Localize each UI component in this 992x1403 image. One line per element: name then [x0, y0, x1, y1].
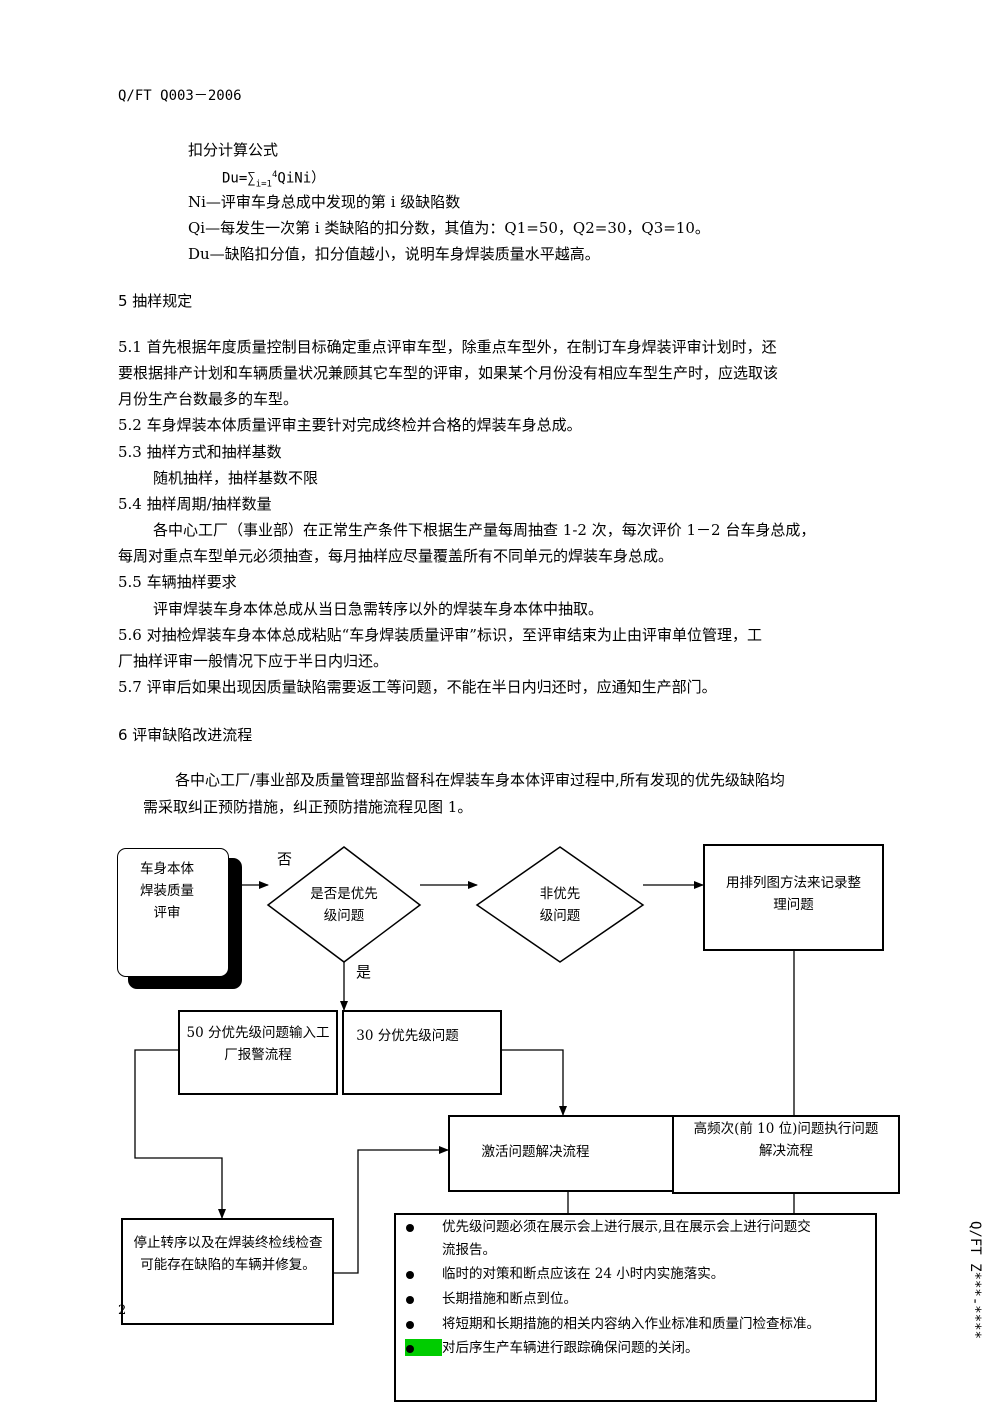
para-5-1-line3: 月份生产台数最多的车型。 [118, 390, 299, 408]
bullet-icon [406, 1270, 414, 1279]
para-5-1-line2: 要根据排产计划和车辆质量状况兼顾其它车型的评审，如果某个月份没有相应车型生产时，… [118, 364, 779, 382]
stop-line1: 停止转序以及在焊装终检线检查 [133, 1235, 323, 1251]
formula-ni-definition: Ni—评审车身总成中发现的第 i 级缺陷数 [188, 193, 461, 211]
priority-50-box [178, 1010, 338, 1095]
note-5-text: 对后序生产车辆进行跟踪确保问题的关闭。 [442, 1340, 699, 1356]
para-5-2: 5.2 车身焊装本体质量评审主要针对完成终检并合格的焊装车身总成。 [118, 416, 582, 434]
start-label-line2: 焊装质量 [140, 883, 194, 899]
priority-30-label: 30 分优先级问题 [356, 1028, 459, 1044]
note-1-text: 优先级问题必须在展示会上进行展示,且在展示会上进行问题交 [442, 1219, 811, 1235]
arrow-50pt-to-stop [134, 1049, 226, 1219]
start-box [117, 848, 229, 977]
formula-du-definition: Du—缺陷扣分值，扣分值越小，说明车身焊装质量水平越高。 [188, 245, 600, 263]
arrow-30pt-to-activate [502, 1049, 567, 1116]
para-5-3: 5.3 抽样方式和抽样基数 [118, 443, 282, 461]
activate-box [448, 1115, 680, 1192]
para-5-1-line1: 5.1 首先根据年度质量控制目标确定重点评审车型，除重点车型外，在制订车身焊装评… [118, 338, 777, 356]
nonpriority-label-line2: 级问题 [539, 908, 581, 924]
priority-50-line2: 厂报警流程 [224, 1047, 292, 1063]
para-5-3-body: 随机抽样，抽样基数不限 [153, 469, 319, 487]
para-5-7: 5.7 评审后如果出现因质量缺陷需要返工等问题，不能在半日内归还时，应通知生产部… [118, 678, 717, 696]
section-5-heading: 5 抽样规定 [118, 292, 193, 310]
note-item-4: 将短期和长期措施的相关内容纳入作业标准和质量门检查标准。 [406, 1314, 820, 1334]
stop-line2: 可能存在缺陷的车辆并修复。 [140, 1257, 316, 1273]
formula-title: 扣分计算公式 [188, 141, 279, 159]
activate-label: 激活问题解决流程 [481, 1144, 590, 1160]
para-5-6-line1: 5.6 对抽检焊装车身本体总成粘贴“车身焊装质量评审”标识，至评审结束为止由评审… [118, 626, 762, 644]
highlight-marker [405, 1339, 442, 1356]
bullet-icon [406, 1223, 414, 1232]
priority-50-label: 50 分优先级问题输入工 厂报警流程 [178, 1022, 338, 1066]
formula-sup: 4 [271, 170, 278, 180]
note-item-1: 优先级问题必须在展示会上进行展示,且在展示会上进行问题交 [406, 1217, 811, 1237]
start-label-line3: 评审 [153, 905, 181, 921]
para-5-4: 5.4 抽样周期/抽样数量 [118, 495, 272, 513]
para-5-4-line2: 每周对重点车型单元必须抽查，每月抽样应尽量覆盖所有不同单元的焊装车身总成。 [118, 547, 674, 565]
pareto-label: 用排列图方法来记录整 理问题 [703, 872, 884, 916]
note-item-2: 临时的对策和断点应该在 24 小时内实施落实。 [406, 1264, 724, 1284]
stop-box [121, 1218, 334, 1325]
pareto-label-line1: 用排列图方法来记录整 [726, 875, 861, 891]
high-frequency-line1: 高频次(前 10 位)问题执行问题 [693, 1121, 879, 1137]
para-5-6-line2: 厂抽样评审一般情况下应于半日内归还。 [118, 652, 389, 670]
section-6-para-line1: 各中心工厂/事业部及质量管理部监督科在焊装车身本体评审过程中,所有发现的优先级缺… [175, 771, 785, 789]
high-frequency-box [672, 1115, 900, 1194]
decision-label-line2: 级问题 [323, 908, 365, 924]
no-label: 否 [277, 850, 293, 868]
decision-label: 是否是优先 级问题 [294, 883, 394, 927]
section-6-para-line2: 需采取纠正预防措施，纠正预防措施流程见图 1。 [143, 798, 473, 816]
formula-sub: i=1 [255, 179, 272, 190]
page-number: 2 [118, 1303, 127, 1318]
priority-50-line1: 50 分优先级问题输入工 [186, 1025, 330, 1041]
high-frequency-label: 高频次(前 10 位)问题执行问题 解决流程 [672, 1118, 900, 1162]
high-frequency-line2: 解决流程 [759, 1143, 813, 1159]
arrow-stop-to-activate [333, 1146, 449, 1274]
pareto-box [703, 844, 884, 951]
bullet-icon [406, 1320, 414, 1329]
priority-30-box [342, 1010, 502, 1095]
formula-qi-definition: Qi—每发生一次第 i 类缺陷的扣分数，其值为：Q1=50，Q2=30，Q3=1… [188, 219, 710, 237]
nonpriority-diamond [475, 846, 645, 963]
pareto-label-line2: 理问题 [773, 897, 814, 913]
document-code: Q/FT Q003－2006 [118, 88, 242, 104]
decision-label-line1: 是否是优先 [310, 886, 378, 902]
nonpriority-label-line1: 非优先 [539, 886, 581, 902]
note-item-3: 长期措施和断点到位。 [406, 1289, 577, 1309]
formula-suffix: QiNi） [277, 170, 326, 187]
bullet-icon [406, 1344, 414, 1353]
start-label-line1: 车身本体 [140, 861, 194, 877]
notes-box [394, 1213, 877, 1402]
formula-expression: Du=∑i=14QiNi） [222, 165, 325, 194]
yes-label: 是 [356, 963, 372, 981]
note-2-text: 临时的对策和断点应该在 24 小时内实施落实。 [442, 1266, 725, 1282]
para-5-5: 5.5 车辆抽样要求 [118, 573, 237, 591]
para-5-5-body: 评审焊装车身本体总成从当日急需转序以外的焊装车身本体中抽取。 [153, 600, 604, 618]
note-4-text: 将短期和长期措施的相关内容纳入作业标准和质量门检查标准。 [442, 1316, 820, 1332]
side-document-code: Q/FT Z***-**** [967, 1221, 983, 1340]
bullet-icon [406, 1295, 414, 1304]
para-5-4-line1: 各中心工厂（事业部）在正常生产条件下根据生产量每周抽查 1-2 次，每次评价 1… [153, 521, 816, 539]
note-3-text: 长期措施和断点到位。 [442, 1291, 577, 1307]
section-6-heading: 6 评审缺陷改进流程 [118, 726, 253, 744]
formula-prefix: Du=∑ [222, 170, 256, 187]
stop-label: 停止转序以及在焊装终检线检查 可能存在缺陷的车辆并修复。 [118, 1232, 338, 1276]
note-item-1-cont: 流报告。 [442, 1242, 496, 1258]
nonpriority-label: 非优先 级问题 [510, 883, 610, 927]
note-item-5: 对后序生产车辆进行跟踪确保问题的关闭。 [406, 1338, 699, 1358]
start-box-label: 车身本体 焊装质量 评审 [117, 858, 217, 924]
